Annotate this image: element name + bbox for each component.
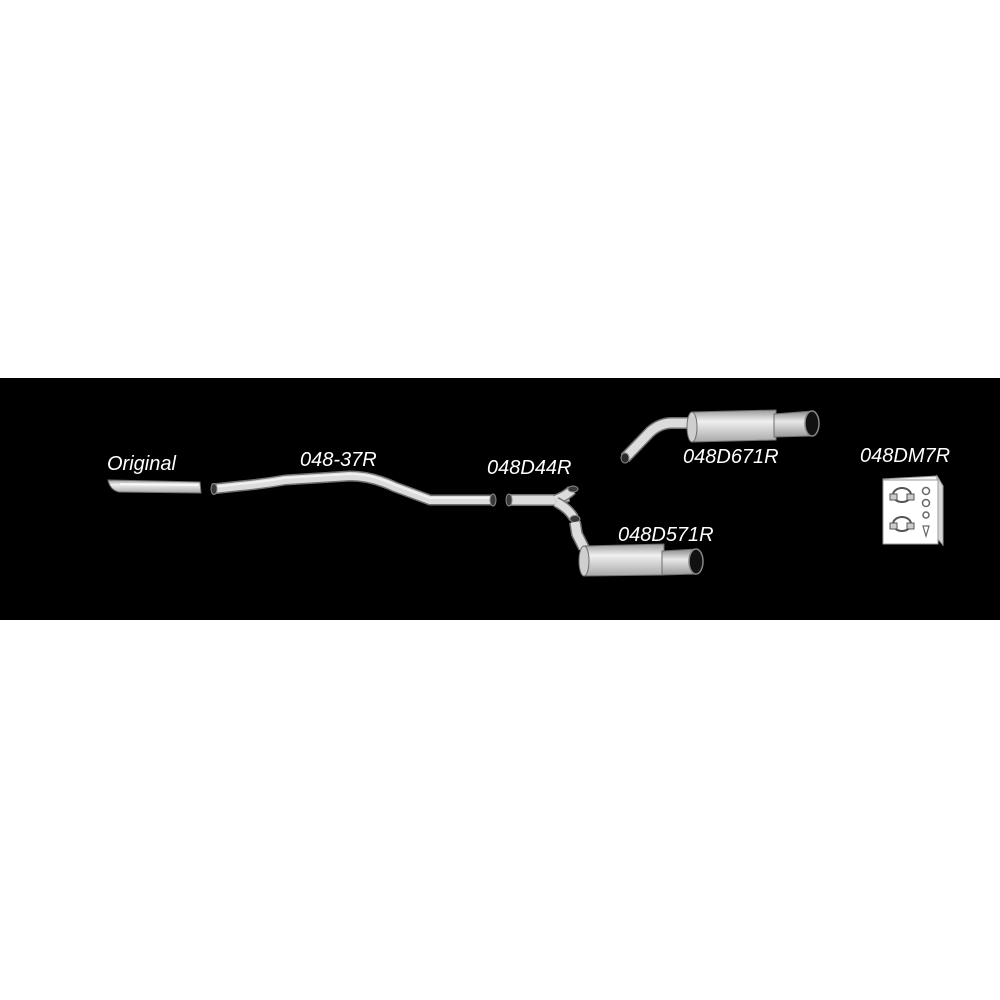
clamp-icon (889, 487, 915, 503)
lower-silencer-icon (569, 521, 704, 577)
label-mounting-kit: 048DM7R (860, 445, 951, 467)
mounting-kit-icon (882, 474, 944, 547)
hanger-icon (921, 486, 931, 539)
label-original: Original (107, 453, 176, 475)
diagram-background (0, 378, 1000, 620)
mid-pipe-icon (210, 470, 497, 507)
label-mid-pipe: 048-37R (300, 449, 377, 471)
y-pipe-icon (505, 485, 581, 523)
upper-silencer-icon (620, 409, 820, 464)
label-upper-silencer: 048D671R (683, 446, 779, 468)
label-y-pipe: 048D44R (487, 457, 572, 479)
clamp-icon (889, 516, 915, 532)
original-pipe-icon (107, 479, 202, 494)
label-lower-silencer: 048D571R (618, 524, 714, 546)
